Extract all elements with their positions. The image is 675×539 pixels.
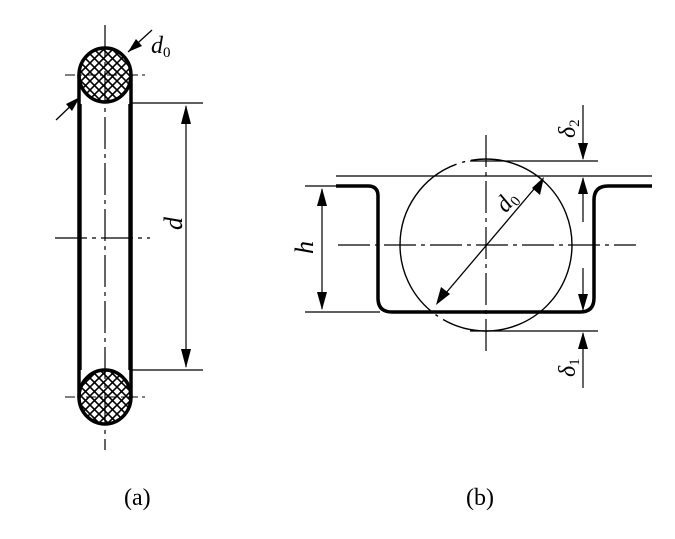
caption-a: (a) xyxy=(124,485,151,511)
view-b xyxy=(305,105,652,388)
label-d0-b: d0 xyxy=(491,186,525,219)
caption-b: (b) xyxy=(466,485,494,511)
label-d: d xyxy=(159,216,188,230)
d0-dimension xyxy=(55,29,153,121)
groove-outline xyxy=(336,184,652,314)
label-delta1: δ1 xyxy=(555,358,583,377)
delta2-dimension xyxy=(578,105,588,222)
view-a xyxy=(55,25,203,450)
d-dimension xyxy=(131,102,203,371)
label-d0: d0 xyxy=(151,33,171,61)
d0-diameter-b xyxy=(436,177,544,305)
h-dimension xyxy=(317,188,327,310)
label-delta2: δ2 xyxy=(555,119,583,138)
delta1-dimension xyxy=(578,268,588,388)
label-h: h xyxy=(290,241,319,254)
